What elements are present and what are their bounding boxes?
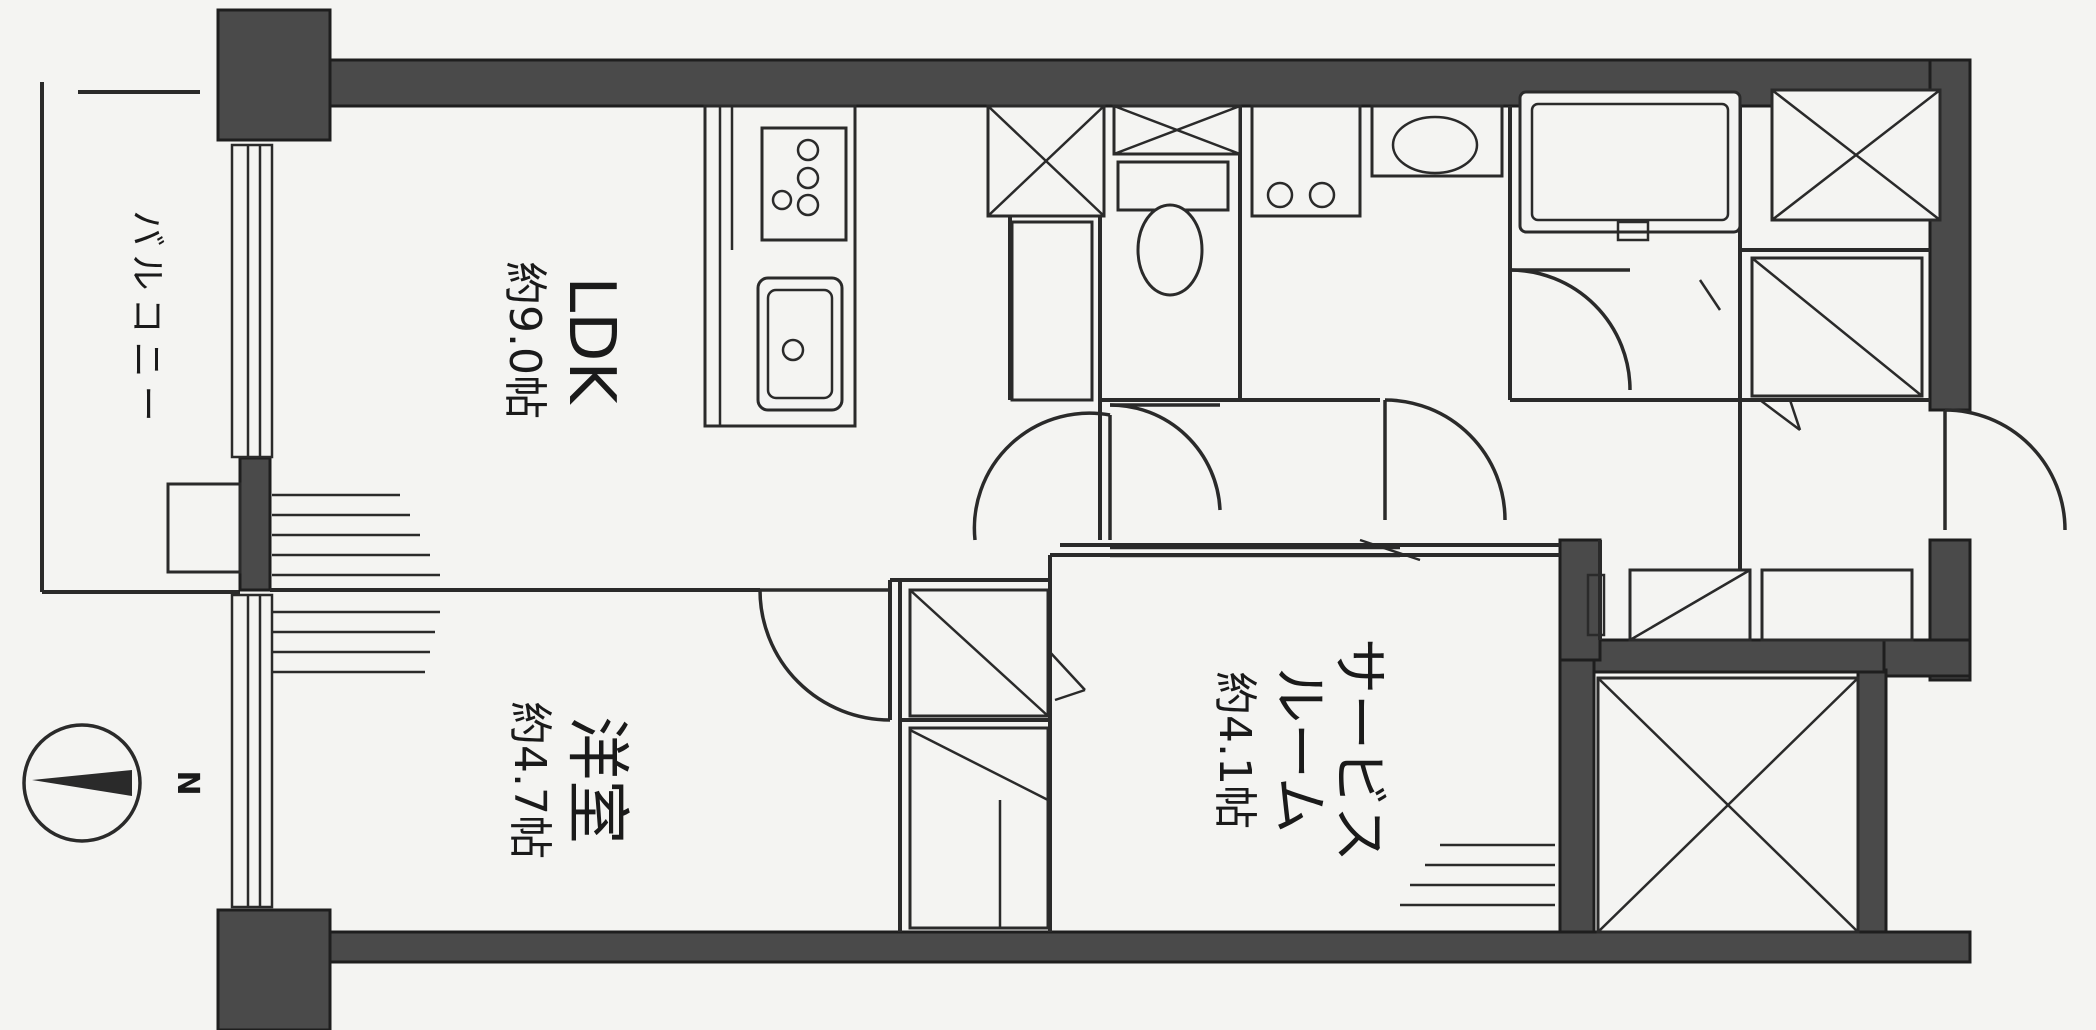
washbasin	[1250, 104, 1504, 218]
service-room-name-line2: ルーム	[1266, 667, 1331, 833]
ldk-room-size: 約9.0帖	[499, 261, 550, 419]
toilet	[1116, 160, 1230, 297]
sliding-tracks	[1110, 546, 1400, 558]
vent-lines	[166, 482, 1555, 907]
west-window	[230, 143, 274, 909]
compass-label: N	[170, 770, 205, 795]
western-room-name: 洋室	[559, 716, 633, 844]
compass: N	[22, 723, 205, 843]
door-swings	[758, 268, 2067, 722]
kitchen-counter	[703, 104, 857, 428]
compass-needle-icon	[32, 770, 132, 796]
balcony-label: バルコニー	[126, 210, 167, 429]
western-room-closets	[908, 588, 1086, 930]
storage-closets	[986, 88, 1942, 934]
bathtub	[1518, 90, 1742, 311]
balcony-outline	[40, 82, 240, 594]
service-room-name-line1: サービス	[1326, 638, 1391, 862]
western-room-size: 約4.7帖	[504, 701, 555, 859]
ldk-room-name: LDK	[554, 277, 628, 406]
entrance-fittings	[1586, 256, 1924, 642]
service-room-size: 約4.1帖	[1209, 671, 1260, 829]
